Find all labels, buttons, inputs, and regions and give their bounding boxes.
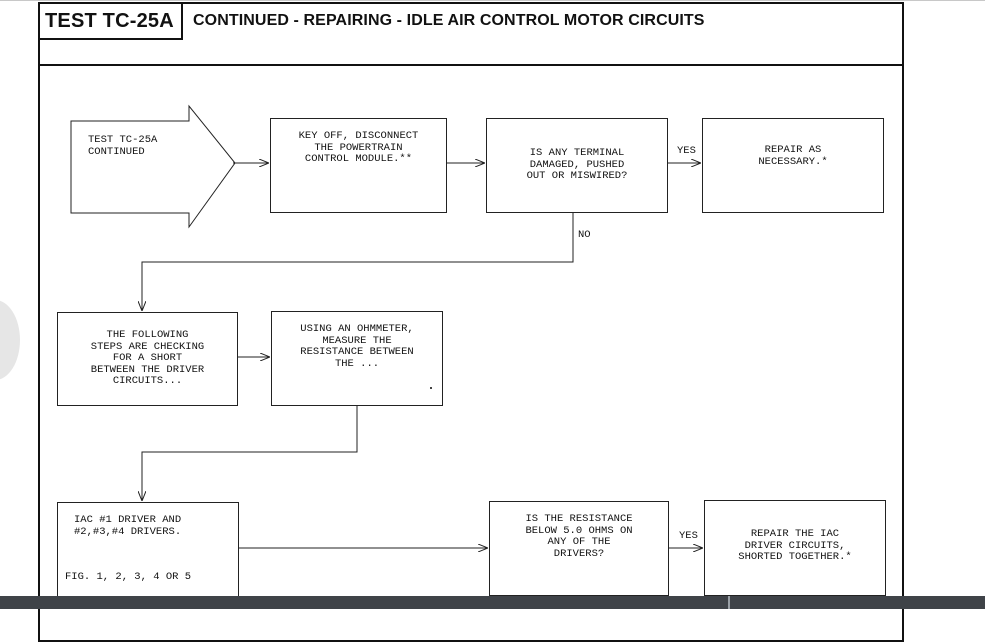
terminal-damage-question: IS ANY TERMINAL DAMAGED, PUSHED OUT OR M… — [486, 118, 668, 213]
short-check-info-step: THE FOLLOWING STEPS ARE CHECKING FOR A S… — [57, 312, 238, 406]
bottom-toolbar — [0, 596, 985, 609]
figure-reference: FIG. 1, 2, 3, 4 OR 5 — [65, 571, 192, 583]
repair-as-necessary-text: REPAIR AS NECESSARY.* — [758, 144, 828, 168]
scan-dot — [430, 387, 432, 389]
header-separator — [40, 64, 904, 66]
yes-label-2: YES — [679, 530, 698, 542]
disconnect-pcm-step: KEY OFF, DISCONNECT THE POWERTRAIN CONTR… — [270, 118, 447, 213]
iac-drivers-step: IAC #1 DRIVER AND #2,#3,#4 DRIVERS. — [57, 502, 239, 602]
terminal-damage-text: IS ANY TERMINAL DAMAGED, PUSHED OUT OR M… — [526, 147, 628, 183]
start-label: TEST TC-25A CONTINUED — [88, 134, 158, 158]
test-id-label: TEST TC-25A — [40, 4, 183, 40]
ohmmeter-text: USING AN OHMMETER, MEASURE THE RESISTANC… — [300, 323, 414, 370]
disconnect-pcm-text: KEY OFF, DISCONNECT THE POWERTRAIN CONTR… — [298, 130, 419, 165]
page-title: CONTINUED - REPAIRING - IDLE AIR CONTROL… — [193, 12, 705, 29]
repair-iac-driver-text: REPAIR THE IAC DRIVER CIRCUITS, SHORTED … — [738, 528, 852, 563]
no-label: NO — [578, 229, 591, 241]
resistance-question-text: IS THE RESISTANCE BELOW 5.0 OHMS ON ANY … — [525, 513, 633, 560]
side-overlay-shape — [0, 300, 20, 380]
resistance-question: IS THE RESISTANCE BELOW 5.0 OHMS ON ANY … — [489, 501, 669, 596]
iac-drivers-text: IAC #1 DRIVER AND #2,#3,#4 DRIVERS. — [74, 514, 182, 538]
toolbar-divider — [728, 596, 730, 609]
repair-iac-driver-step: REPAIR THE IAC DRIVER CIRCUITS, SHORTED … — [704, 500, 886, 596]
short-check-info-text: THE FOLLOWING STEPS ARE CHECKING FOR A S… — [90, 329, 205, 388]
top-border-line — [0, 0, 985, 1]
ohmmeter-step: USING AN OHMMETER, MEASURE THE RESISTANC… — [271, 311, 443, 406]
repair-as-necessary-step: REPAIR AS NECESSARY.* — [702, 118, 884, 213]
yes-label-1: YES — [677, 145, 696, 157]
